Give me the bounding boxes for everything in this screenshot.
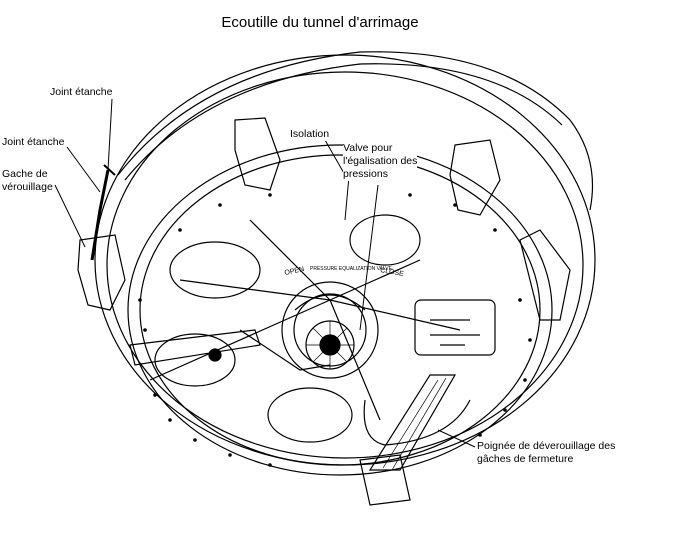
unlock-handle	[359, 374, 471, 506]
label-joint-etanche-side: Joint étanche	[2, 136, 65, 149]
diagram-title: Ecoutille du tunnel d'arrimage	[221, 14, 419, 31]
label-valve-line-1: Valve pour	[343, 142, 393, 154]
valve-assembly	[281, 281, 379, 379]
label-valve-line-3: pressions	[343, 168, 388, 180]
seal-edge	[90, 164, 116, 261]
label-valve: Valve pour l'égalisation des pressions	[343, 142, 418, 181]
cutout-bottom	[267, 387, 353, 443]
cutout-top	[349, 214, 421, 266]
hatch-plate	[127, 144, 553, 476]
label-gache-verouillage: Gache de vérouillage	[2, 168, 53, 194]
leader-lines	[54, 98, 476, 448]
label-poignee-line-2: gâches de fermeture	[477, 453, 574, 465]
hatch-text-pressure: PRESSURE EQUALIZATION VALVE	[310, 266, 393, 272]
right-mechanism	[414, 299, 496, 356]
lever-arm	[129, 329, 331, 371]
cutout-left	[169, 241, 261, 299]
hatch-text-open: OPEN	[284, 266, 305, 277]
hatch-text-close: CLOSE	[380, 267, 405, 278]
label-poignee: Poignée de déverouillage des gâches de f…	[477, 440, 616, 466]
label-poignee-line-1: Poignée de déverouillage des	[477, 440, 616, 452]
label-joint-etanche-top: Joint étanche	[50, 86, 113, 99]
label-gache-line-1: Gache de	[2, 168, 48, 180]
rivets	[138, 193, 532, 467]
label-valve-line-2: l'égalisation des	[343, 155, 418, 167]
latch-brackets	[77, 117, 571, 321]
label-gache-line-2: vérouillage	[2, 181, 53, 193]
cutout-lower-left	[154, 333, 236, 387]
label-isolation: Isolation	[290, 128, 330, 141]
